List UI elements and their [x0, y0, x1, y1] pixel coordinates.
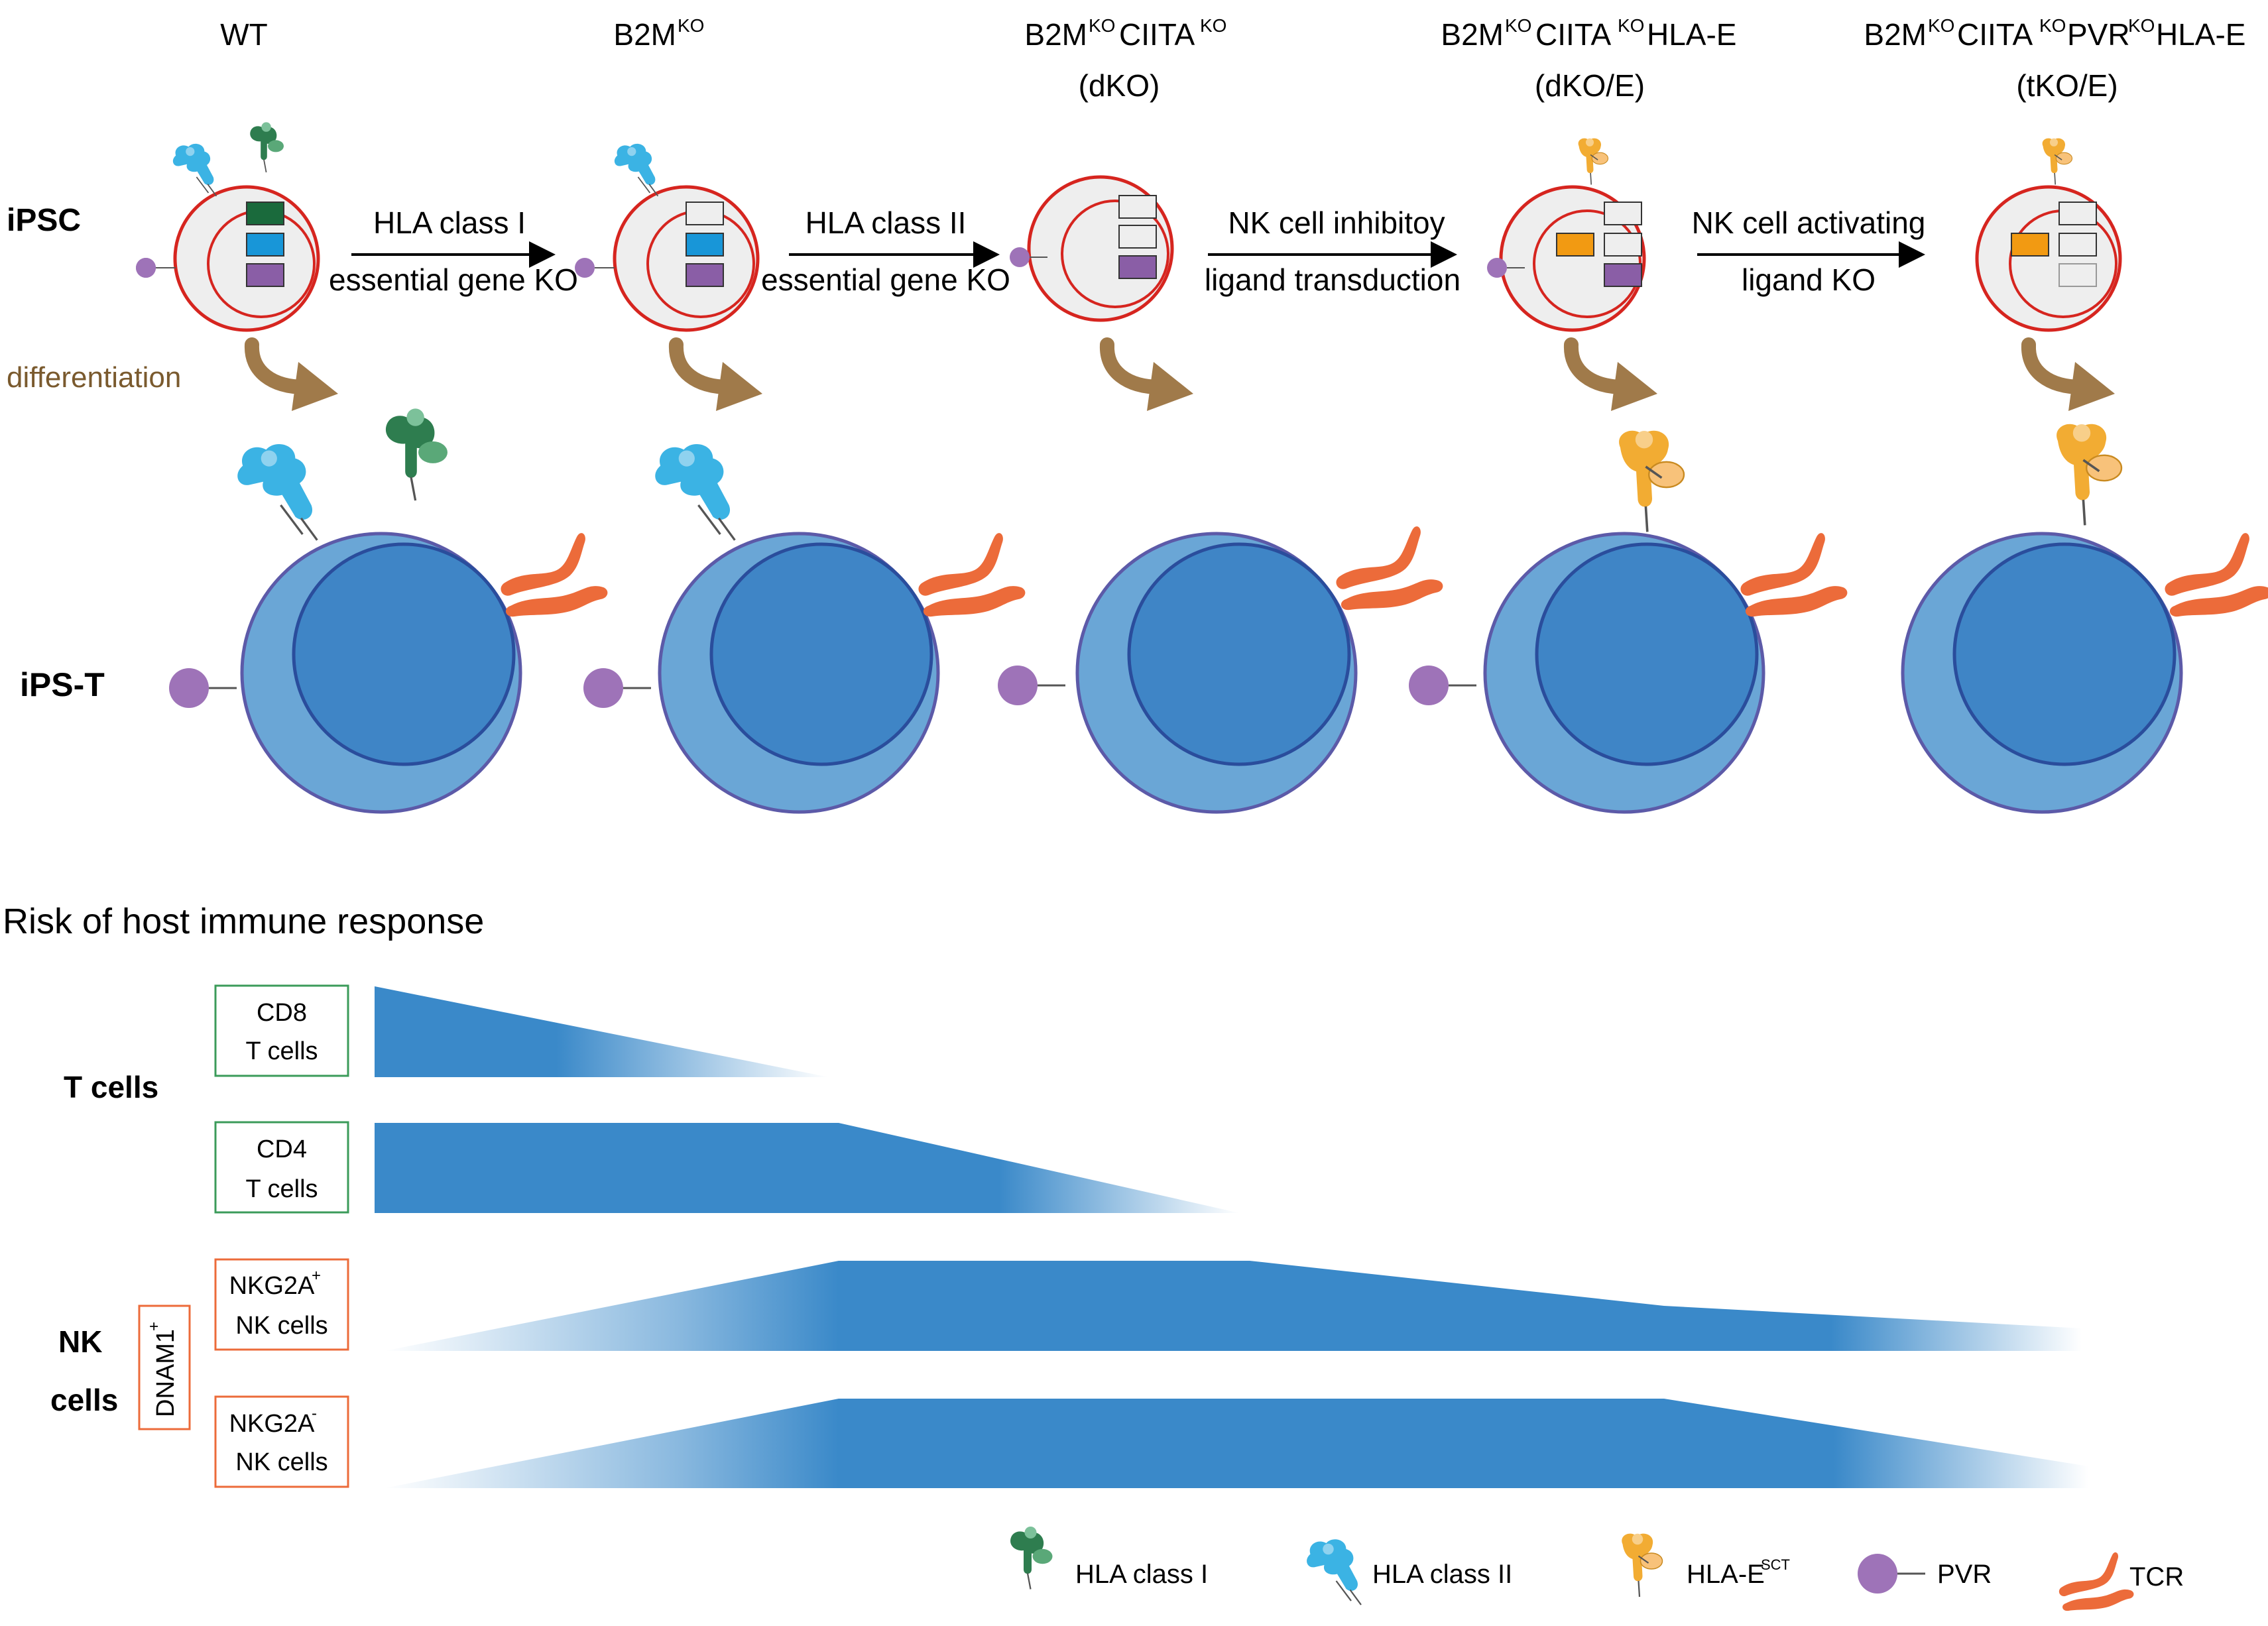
- nk-label-2: cells: [50, 1383, 118, 1417]
- hla-class-1-icon: [1009, 1525, 1053, 1590]
- cd4-label: CD4: [257, 1135, 307, 1163]
- hla-class-2-icon: [1305, 1539, 1362, 1606]
- stage-name-3: PVR: [2067, 17, 2130, 52]
- hla-e-sct-icon: [1621, 1533, 1663, 1598]
- risk-bar-cd8: [375, 986, 829, 1077]
- legend-hlae: HLA-E: [1687, 1560, 1765, 1589]
- step-label-4: NK cell activating: [1692, 205, 1926, 240]
- stage-name: B2M: [1024, 17, 1087, 52]
- legend-hla1: HLA class I: [1075, 1560, 1208, 1589]
- ipst-cell-b2m: [582, 443, 1026, 812]
- stage-abbr: (tKO/E): [2016, 68, 2118, 103]
- stage-ko-sup: KO: [678, 15, 704, 36]
- stage-ko-sup: KO: [1505, 15, 1531, 36]
- step-label-3b: ligand transduction: [1205, 262, 1461, 297]
- stage-title-tkoe: B2M KO CIITA KO PVR KO HLA-E (tKO/E): [1864, 15, 2245, 103]
- stage-name-2: CIITA: [1119, 17, 1195, 52]
- nkg2a-pos-box: NKG2A + NK cells: [214, 1258, 349, 1351]
- risk-title: Risk of host immune response: [3, 901, 484, 941]
- cd8-box: CD8 T cells: [214, 984, 349, 1077]
- legend-tcr: TCR: [2129, 1562, 2184, 1592]
- ipsc-cell-dkoe: [1501, 137, 1644, 330]
- nkg2a-pos-sup: +: [312, 1267, 321, 1285]
- ipsc-cell-dko: [1029, 177, 1172, 320]
- pvr-small-icon: [1487, 258, 1525, 278]
- row-label-ipsc: iPSC: [7, 203, 81, 238]
- risk-bar-cd4: [375, 1123, 1240, 1213]
- stage-name: B2M: [1864, 17, 1927, 52]
- tcr-icon: [2059, 1552, 2134, 1611]
- differentiation-arrow-icon: [1571, 345, 1657, 411]
- stage-title-b2m: B2M KO: [613, 15, 704, 52]
- nkg2a-neg-box: NKG2A - NK cells: [214, 1395, 349, 1488]
- pvr-small-icon: [575, 258, 615, 278]
- legend-hlae-sup: SCT: [1761, 1556, 1790, 1573]
- step-arrow-3: NK cell inhibitoy ligand transduction: [1205, 205, 1461, 297]
- ipst-cell-dko: [996, 526, 1443, 812]
- differentiation-arrow-icon: [676, 345, 762, 411]
- stage-ko-sup-2: KO: [1618, 15, 1644, 36]
- legend: HLA class I HLA class II HLA-E SCT PVR T…: [1009, 1525, 2184, 1611]
- ipsc-cell-tkoe: [1977, 137, 2120, 330]
- stage-title-wt: WT: [220, 17, 268, 52]
- step-label-4b: ligand KO: [1742, 262, 1876, 297]
- step-label-2b: essential gene KO: [761, 262, 1010, 297]
- cd4-box: CD4 T cells: [214, 1121, 349, 1214]
- stage-name: B2M: [1441, 17, 1504, 52]
- differentiation-arrow-icon: [252, 345, 338, 411]
- step-label-1b: essential gene KO: [329, 262, 578, 297]
- step-arrow-1: HLA class I essential gene KO: [329, 205, 578, 297]
- pvr-icon: [1856, 1552, 1927, 1595]
- risk-bar-nkg2a-pos: [385, 1261, 2082, 1351]
- risk-bar-nkg2a-neg: [385, 1399, 2088, 1488]
- nkg2a-pos-label: NKG2A: [229, 1272, 315, 1300]
- ipst-cell-tkoe: [1903, 422, 2268, 812]
- differentiation-arrow-icon: [2029, 345, 2115, 411]
- ipsc-cell-b2m: [615, 143, 758, 330]
- dnam1-sup: +: [145, 1322, 163, 1331]
- stage-title-dko: B2M KO CIITA KO (dKO): [1024, 15, 1226, 103]
- dnam1-label: DNAM1: [152, 1329, 180, 1417]
- stage-name-4: HLA-E: [2156, 17, 2245, 52]
- step-label-1: HLA class I: [373, 205, 526, 240]
- step-arrow-4: NK cell activating ligand KO: [1692, 205, 1926, 297]
- ipsc-cell-wt: [135, 121, 318, 330]
- legend-pvr: PVR: [1937, 1560, 1992, 1589]
- cd8-sublabel: T cells: [245, 1037, 318, 1065]
- stage-title-dkoe: B2M KO CIITA KO HLA-E (dKO/E): [1441, 15, 1736, 103]
- cd8-label: CD8: [257, 999, 307, 1027]
- stage-ko-sup-2: KO: [1200, 15, 1226, 36]
- differentiation-arrow-icon: [1107, 345, 1193, 411]
- differentiation-label: differentiation: [7, 361, 181, 394]
- pvr-small-icon: [136, 258, 176, 278]
- ipst-cell-wt: [168, 407, 608, 812]
- stage-name-2: CIITA: [1535, 17, 1611, 52]
- stage-ko-sup: KO: [1928, 15, 1954, 36]
- nkg2a-neg-label: NKG2A: [229, 1410, 315, 1438]
- t-cells-label: T cells: [64, 1070, 158, 1104]
- nkg2a-pos-sublabel: NK cells: [235, 1312, 328, 1340]
- pvr-small-icon: [1010, 247, 1047, 267]
- step-label-2: HLA class II: [806, 205, 967, 240]
- dnam1-box: DNAM1 +: [138, 1305, 191, 1430]
- stage-abbr: (dKO): [1079, 68, 1160, 103]
- stage-name-3: HLA-E: [1647, 17, 1736, 52]
- stage-name: B2M: [613, 17, 676, 52]
- step-label-3: NK cell inhibitoy: [1228, 205, 1445, 240]
- step-arrow-2: HLA class II essential gene KO: [761, 205, 1010, 297]
- cd4-sublabel: T cells: [245, 1175, 318, 1203]
- stage-abbr: (dKO/E): [1535, 68, 1645, 103]
- stage-ko-sup-2: KO: [2039, 15, 2066, 36]
- stage-name: WT: [220, 17, 268, 52]
- nk-label-1: NK: [58, 1324, 102, 1359]
- stage-ko-sup: KO: [1089, 15, 1115, 36]
- stage-name-2: CIITA: [1957, 17, 2033, 52]
- legend-hla2: HLA class II: [1372, 1560, 1512, 1589]
- row-label-ipst: iPS-T: [20, 666, 105, 703]
- nkg2a-neg-sup: -: [312, 1405, 317, 1423]
- nkg2a-neg-sublabel: NK cells: [235, 1448, 328, 1476]
- stage-ko-sup-3: KO: [2128, 15, 2155, 36]
- ipst-cell-dkoe: [1407, 429, 1848, 812]
